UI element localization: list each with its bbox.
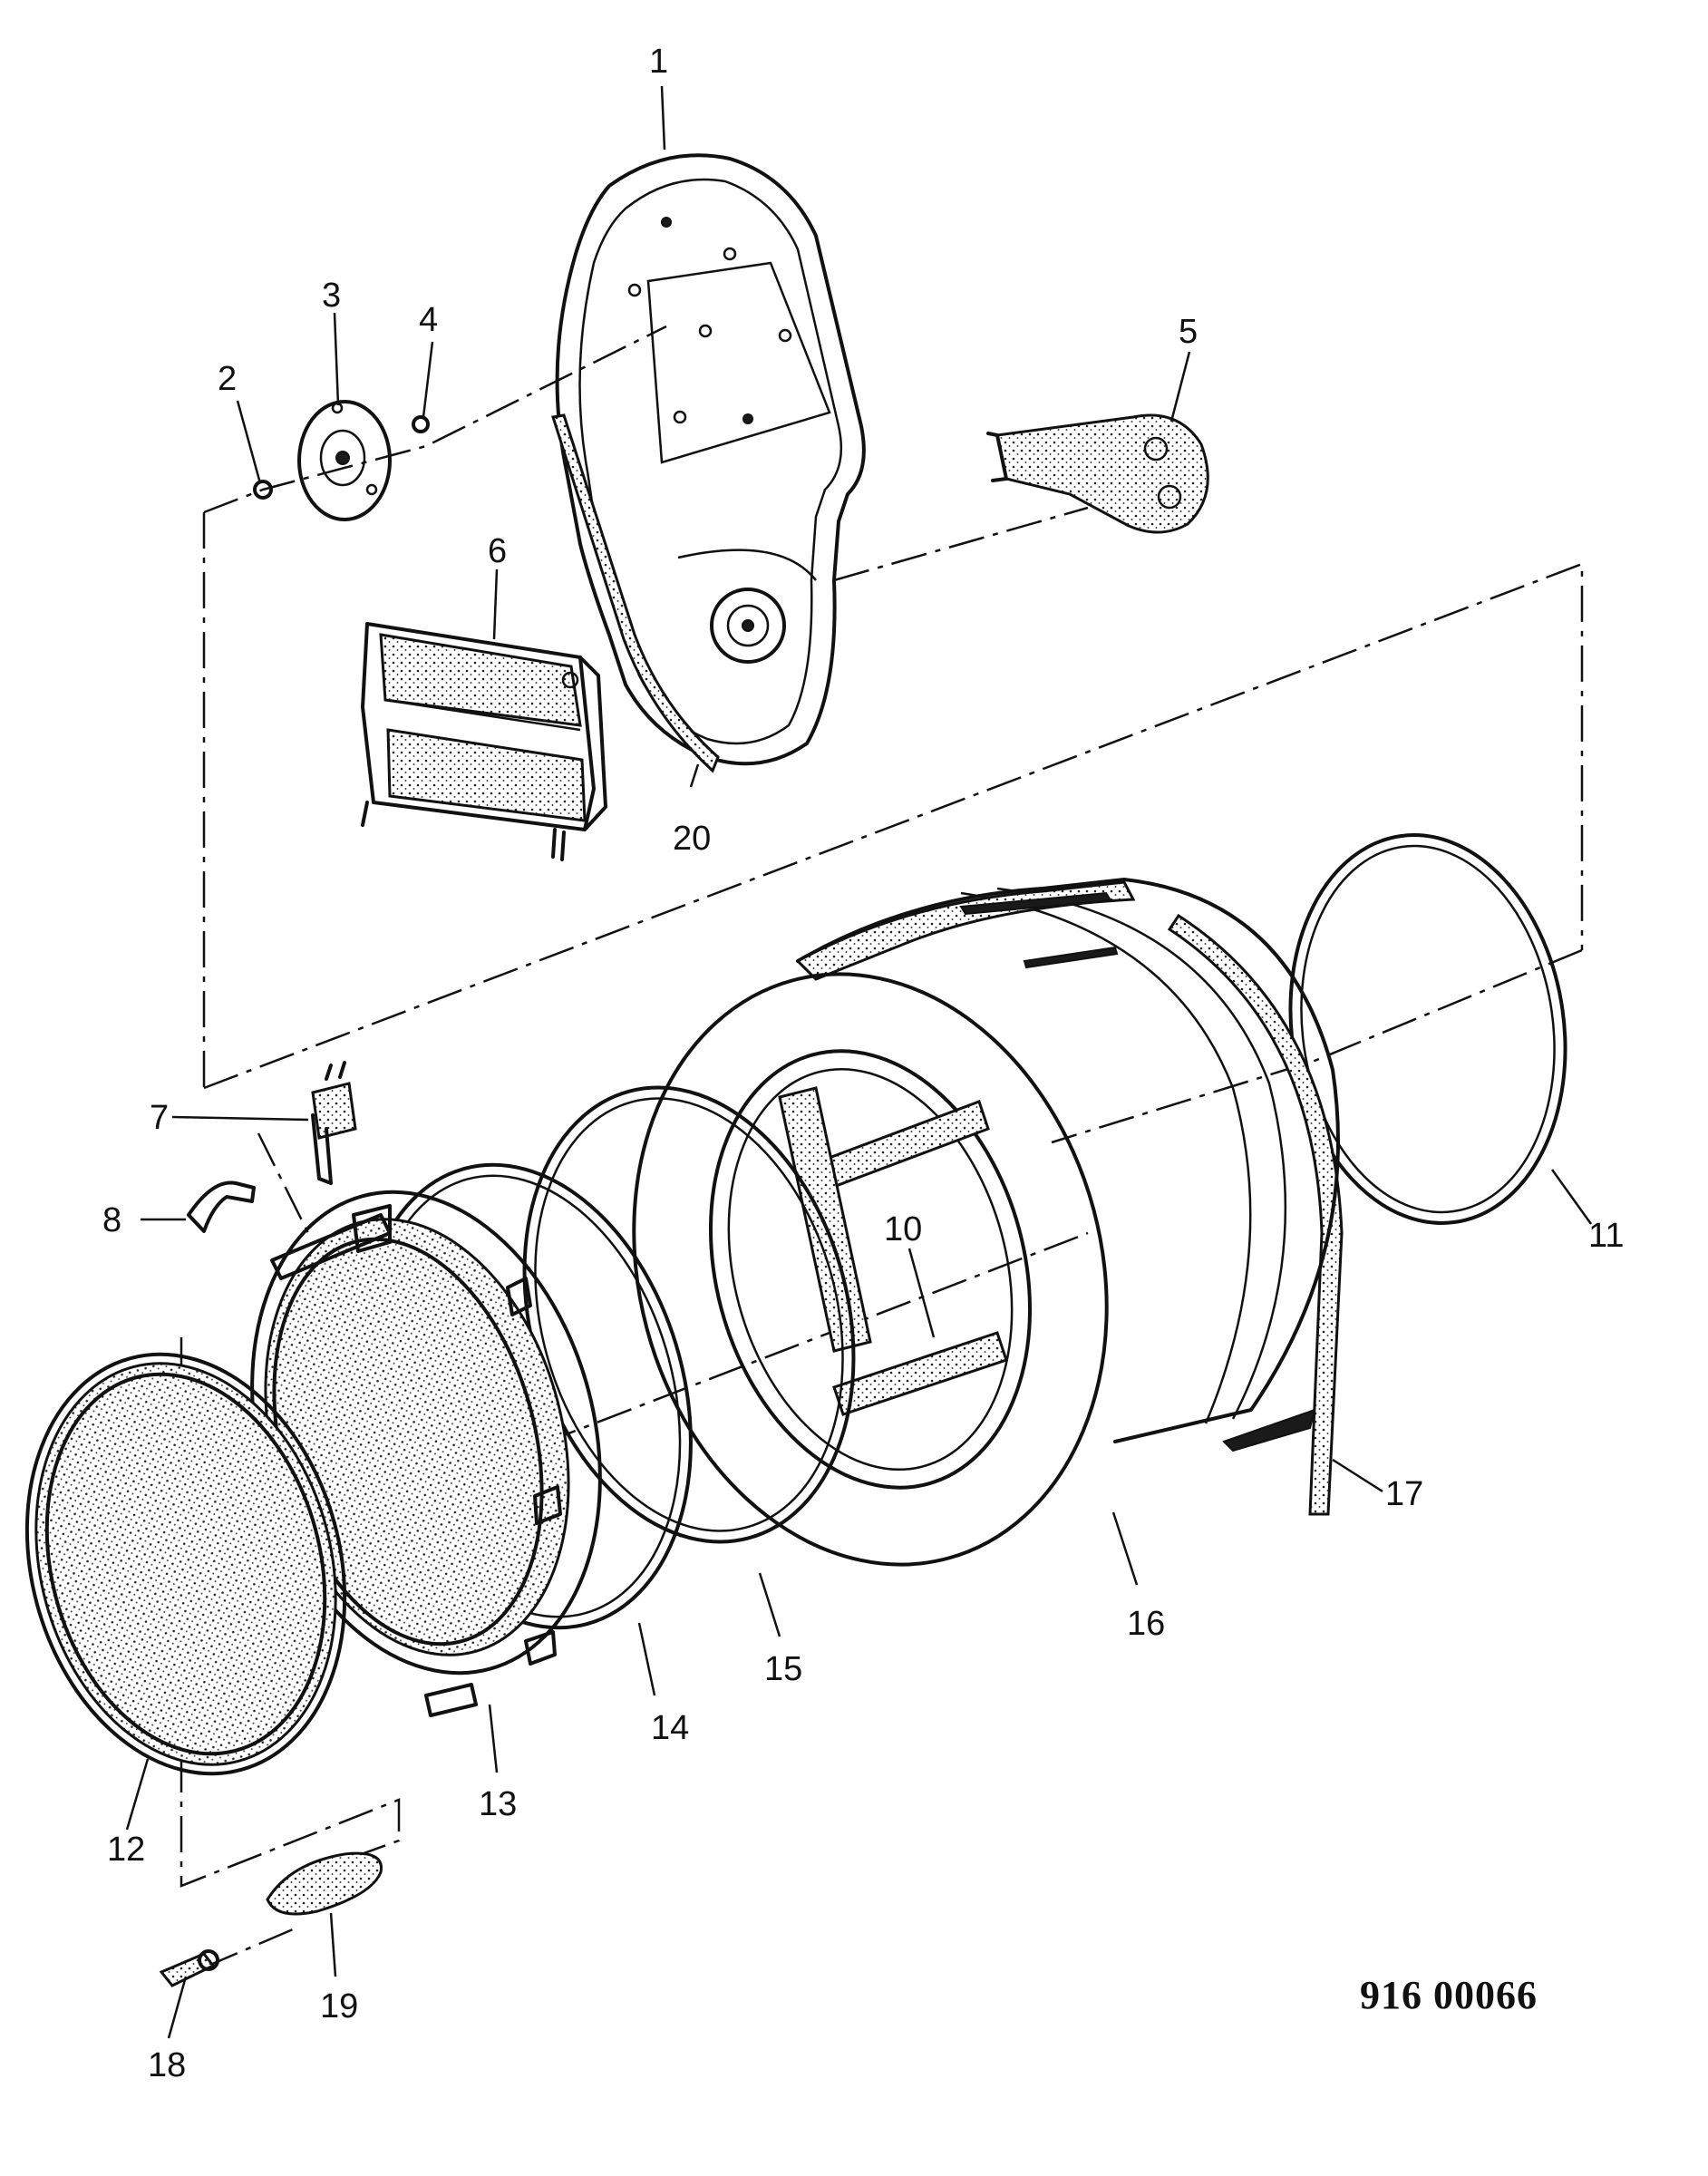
callout-7: 7 (150, 1099, 169, 1137)
callout-5: 5 (1179, 313, 1198, 351)
callout-4: 4 (419, 301, 438, 339)
callout-15: 15 (764, 1650, 802, 1688)
callout-18: 18 (148, 2046, 186, 2084)
part-4-clip (412, 415, 430, 433)
part-7-switch (311, 1061, 357, 1185)
part-5-bracket (986, 413, 1209, 534)
part-11-rear-ring (1288, 833, 1567, 1225)
part-2-washer (253, 480, 273, 500)
part-19-glide (266, 1851, 383, 1916)
part-12-door-gasket (24, 1352, 347, 1776)
callout-8: 8 (102, 1201, 121, 1239)
callout-10: 10 (884, 1210, 922, 1248)
callout-11: 11 (1588, 1217, 1624, 1255)
document-number: 916 00066 (1360, 1973, 1538, 2017)
part-18-screw (159, 1949, 219, 1987)
part-20-seal-strip (551, 413, 720, 773)
part-17-felt-seal (1167, 913, 1344, 1516)
callout-14: 14 (651, 1709, 689, 1747)
callout-20: 20 (673, 820, 711, 858)
callout-3: 3 (322, 277, 341, 315)
part-16-drum (632, 878, 1340, 1567)
part-6-filter-housing (361, 622, 607, 861)
leader-lines (125, 85, 1593, 2039)
callout-13: 13 (479, 1785, 517, 1823)
part-8-latch-clip (187, 1180, 256, 1233)
callout-16: 16 (1127, 1605, 1165, 1643)
callout-2: 2 (218, 360, 237, 398)
callout-17: 17 (1385, 1475, 1423, 1513)
callout-labels: 1 2 3 4 5 6 7 8 10 11 12 13 14 15 16 17 … (102, 43, 1624, 2084)
part-3-bearing-plate (297, 400, 392, 521)
callout-12: 12 (107, 1831, 145, 1869)
callout-1: 1 (649, 43, 668, 81)
callout-19: 19 (320, 1987, 358, 2025)
callout-6: 6 (488, 532, 507, 570)
part-1-rear-bulkhead (555, 153, 866, 766)
